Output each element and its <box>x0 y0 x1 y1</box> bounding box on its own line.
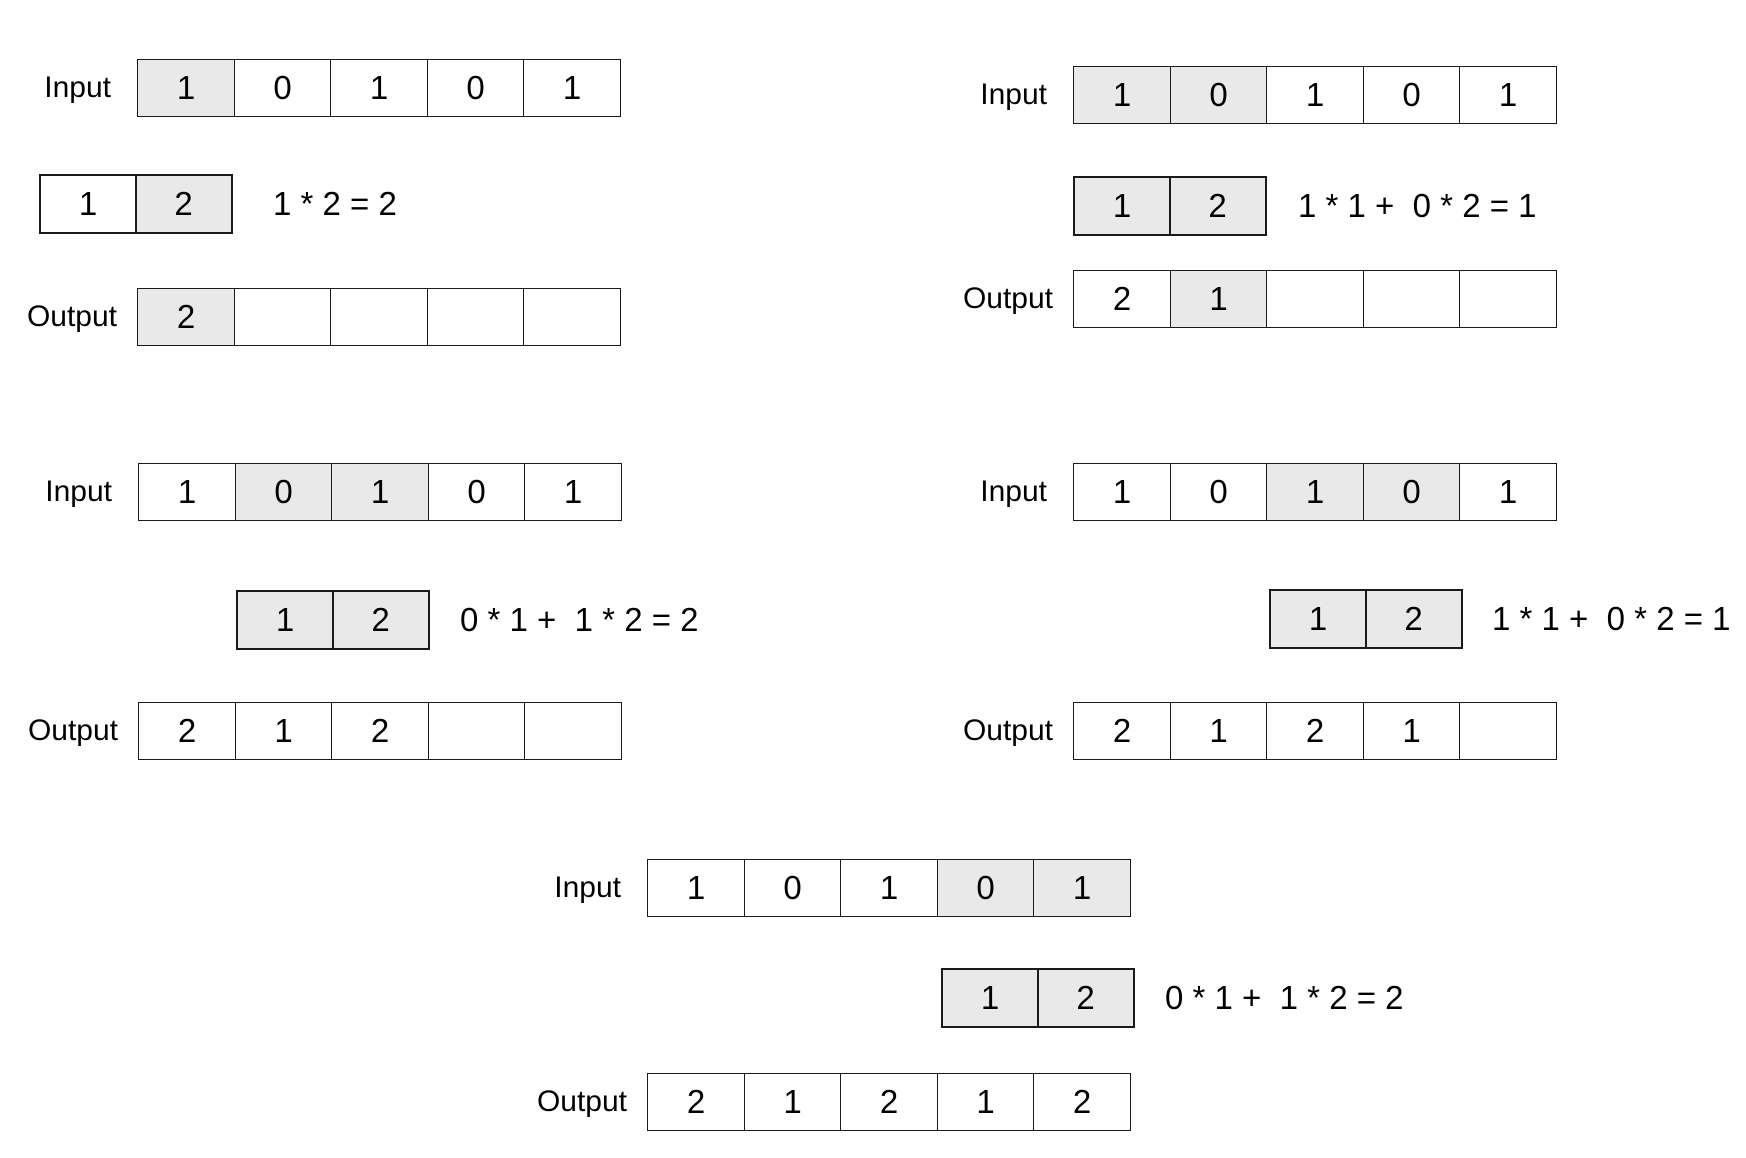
output-cell <box>427 702 526 760</box>
input-label: Input <box>44 71 111 104</box>
kernel-cell: 2 <box>1168 176 1267 236</box>
output-cell: 1 <box>743 1073 842 1131</box>
output-cell: 2 <box>1266 702 1364 760</box>
output-cell: 2 <box>1073 702 1171 760</box>
formula-text: 1 * 2 = 2 <box>273 185 397 222</box>
output-cell <box>330 288 428 346</box>
input-cell: 0 <box>233 59 332 117</box>
formula-text: 0 * 1 + 1 * 2 = 2 <box>1165 979 1404 1016</box>
output-cell: 2 <box>1033 1073 1131 1131</box>
output-row: 2 <box>137 288 621 346</box>
input-cell: 1 <box>1266 463 1364 521</box>
output-cell <box>1362 270 1461 328</box>
input-cell: 1 <box>1073 463 1171 521</box>
output-cell: 1 <box>1169 702 1268 760</box>
output-cell <box>233 288 332 346</box>
input-label: Input <box>45 475 112 508</box>
output-cell: 2 <box>137 288 235 346</box>
input-cell: 0 <box>743 859 842 917</box>
output-cell <box>426 288 525 346</box>
input-cell: 1 <box>1073 66 1171 124</box>
output-cell: 2 <box>331 702 429 760</box>
output-cell: 2 <box>1073 270 1171 328</box>
output-label: Output <box>27 714 118 747</box>
input-label: Input <box>554 871 621 904</box>
output-cell: 1 <box>1362 702 1461 760</box>
output-label: Output <box>962 714 1053 747</box>
input-cell: 1 <box>331 463 429 521</box>
input-label: Input <box>980 475 1047 508</box>
output-cell <box>524 702 622 760</box>
input-cell: 1 <box>1033 859 1131 917</box>
kernel-cell: 2 <box>1036 968 1135 1028</box>
kernel-cell: 2 <box>1364 589 1463 649</box>
input-cell: 1 <box>1459 66 1557 124</box>
kernel-cell: 2 <box>134 174 233 234</box>
output-cell <box>1459 270 1557 328</box>
input-cell: 0 <box>1362 463 1461 521</box>
input-cell: 0 <box>1169 66 1268 124</box>
input-cell: 1 <box>330 59 428 117</box>
kernel-cell: 1 <box>1073 176 1171 236</box>
output-cell: 2 <box>840 1073 938 1131</box>
input-cell: 1 <box>1266 66 1364 124</box>
output-cell: 2 <box>138 702 236 760</box>
kernel-cell: 1 <box>1269 589 1367 649</box>
output-label: Output <box>536 1085 627 1118</box>
input-cell: 1 <box>138 463 236 521</box>
output-label: Output <box>962 282 1053 315</box>
output-cell: 1 <box>234 702 333 760</box>
output-cell: 1 <box>1169 270 1268 328</box>
input-cell: 1 <box>523 59 621 117</box>
kernel-cell: 1 <box>941 968 1039 1028</box>
input-label: Input <box>980 78 1047 111</box>
input-cell: 0 <box>1362 66 1461 124</box>
formula-text: 1 * 1 + 0 * 2 = 1 <box>1298 187 1537 224</box>
formula-text: 1 * 1 + 0 * 2 = 1 <box>1492 600 1731 637</box>
input-cell: 0 <box>234 463 333 521</box>
kernel-cell: 1 <box>39 174 137 234</box>
input-cell: 1 <box>524 463 622 521</box>
output-cell <box>523 288 621 346</box>
input-cell: 1 <box>840 859 938 917</box>
input-cell: 1 <box>647 859 745 917</box>
formula-text: 0 * 1 + 1 * 2 = 2 <box>460 601 699 638</box>
kernel-cell: 2 <box>331 590 430 650</box>
input-cell: 0 <box>936 859 1035 917</box>
output-cell <box>1266 270 1364 328</box>
output-cell: 2 <box>647 1073 745 1131</box>
kernel-cell: 1 <box>236 590 334 650</box>
output-cell <box>1459 702 1557 760</box>
input-cell: 0 <box>1169 463 1268 521</box>
output-cell: 1 <box>936 1073 1035 1131</box>
input-cell: 1 <box>1459 463 1557 521</box>
output-label: Output <box>26 300 117 333</box>
input-cell: 0 <box>426 59 525 117</box>
input-cell: 0 <box>427 463 526 521</box>
input-cell: 1 <box>137 59 235 117</box>
